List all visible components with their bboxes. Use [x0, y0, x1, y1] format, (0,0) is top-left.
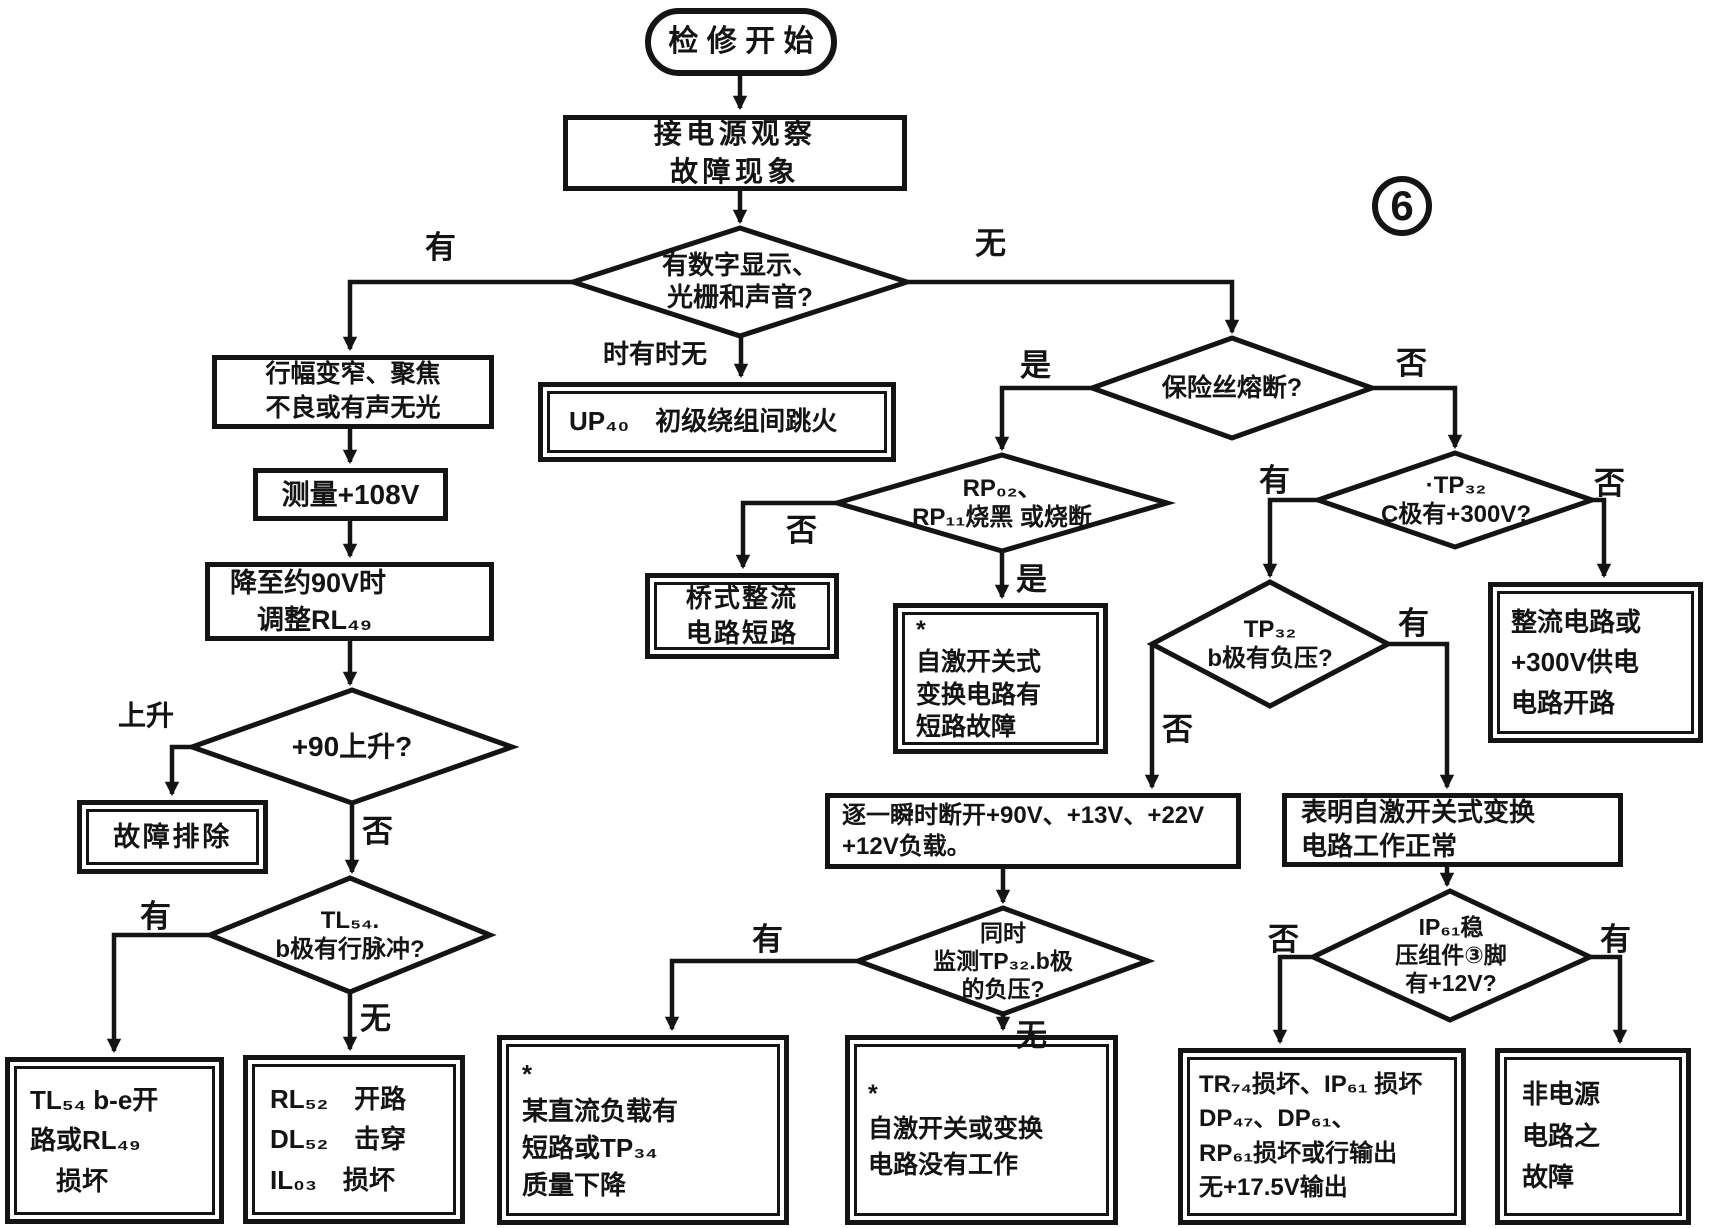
edge-label-90rise-up: 上升	[118, 700, 175, 731]
decision-ip61-text: IP₆₁稳 压组件③脚 有+12V?	[1395, 913, 1507, 997]
edge-label-monitor-yes: 有	[752, 922, 783, 957]
decision-fuse-text: 保险丝熔断?	[1161, 373, 1303, 402]
tl54-be-open-box: TL₅₄ b-e开 路或RL₄₉ 损坏	[5, 1057, 224, 1224]
edge-label-tp32c-yes: 有	[1259, 463, 1290, 498]
decision-tp32c-shape	[1310, 450, 1600, 550]
disconnect-loads-box: 逐一瞬时断开+90V、+13V、+22V +12V负载。	[825, 793, 1241, 869]
dc-load-short-box: * 某直流负载有 短路或TP₃₄ 质量下降	[497, 1035, 789, 1225]
up40-arcing-box: UP₄₀ 初级绕组间跳火	[538, 382, 896, 462]
edge-label-display-yes: 有	[425, 230, 456, 265]
connectors	[106, 75, 1628, 1054]
decision-tl54-shape	[203, 875, 497, 995]
page-number-badge: 6	[1372, 176, 1432, 236]
edge-label-rp02-yes: 是	[1016, 562, 1047, 597]
edge-label-fuse-no: 否	[1396, 346, 1427, 381]
rl52-dl52-il03-box: RL₅₂ 开路 DL₅₂ 击穿 IL₀₃ 损坏	[243, 1055, 465, 1224]
symptom-box: 行幅变窄、聚焦 不良或有声无光	[212, 355, 494, 429]
decision-shapes	[184, 225, 1600, 1023]
tr74-damage-box: TR₇₄损坏、IP₆₁ 损坏 DP₄₇、DP₆₁、 RP₆₁损坏或行输出 无+1…	[1178, 1048, 1466, 1225]
decision-display-shape	[564, 225, 916, 339]
converter-short-box: * 自激开关式 变换电路有 短路故障	[893, 603, 1108, 754]
decision-90rise-shape	[184, 687, 520, 806]
decision-rp02-shape	[828, 452, 1176, 554]
edge-label-monitor-no: 无	[1016, 1018, 1047, 1053]
decision-display-text: 有数字显示、 光栅和声音?	[661, 250, 818, 312]
edge-label-tl54-no: 无	[360, 1001, 391, 1036]
decision-monitor-shape	[850, 905, 1156, 1017]
edge-label-rp02-no: 否	[786, 513, 817, 548]
edge-label-tp32c-no: 否	[1594, 466, 1625, 501]
bridge-rectifier-short-box: 桥式整流 电路短路	[645, 573, 839, 659]
edge-label-display-sometimes: 时有时无	[603, 339, 708, 369]
converter-not-working-box: * 自激开关或变换 电路没有工作	[845, 1035, 1118, 1225]
decision-tp32c-text: ·TP₃₂ C极有+300V?	[1380, 471, 1532, 528]
decision-fuse-shape	[1084, 335, 1380, 441]
decision-tl54-text: TL₅₄. b极有行脉冲?	[275, 906, 425, 963]
decision-tp32b-text: TP₃₂ b极有负压?	[1207, 615, 1333, 672]
converter-normal-box: 表明自激开关式变换 电路工作正常	[1282, 793, 1623, 867]
edge-label-ip61-yes: 有	[1600, 922, 1631, 957]
edge-label-ip61-no: 否	[1268, 922, 1299, 957]
edge-label-tl54-yes: 有	[140, 899, 171, 934]
decision-tp32b-shape	[1146, 579, 1394, 709]
non-power-fault-box: 非电源 电路之 故障	[1495, 1048, 1691, 1225]
start-node: 检修开始	[645, 8, 837, 76]
adjust-rl49-box: 降至约90V时 调整RL₄₉	[205, 562, 494, 641]
edge-label-tp32b-no: 否	[1162, 712, 1193, 747]
edge-label-display-no: 无	[975, 226, 1006, 261]
decision-ip61-shape	[1307, 888, 1596, 1023]
decision-90rise-text: +90上升?	[291, 730, 413, 762]
measure-108v-box: 测量+108V	[253, 468, 448, 521]
rectifier-open-box: 整流电路或 +300V供电 电路开路	[1488, 582, 1703, 743]
observe-power-box: 接电源观察 故障现象	[563, 115, 907, 191]
decision-rp02-text: RP₀₂、 RP₁₁烧黑 或烧断	[912, 474, 1092, 531]
edge-label-fuse-yes: 是	[1020, 348, 1051, 383]
decision-monitor-text: 同时 监测TP₃₂.b极 的负压?	[933, 919, 1073, 1003]
edge-label-90rise-no: 否	[362, 814, 393, 849]
fault-cleared-box: 故障排除	[77, 800, 268, 874]
edge-label-tp32b-yes: 有	[1398, 606, 1429, 641]
